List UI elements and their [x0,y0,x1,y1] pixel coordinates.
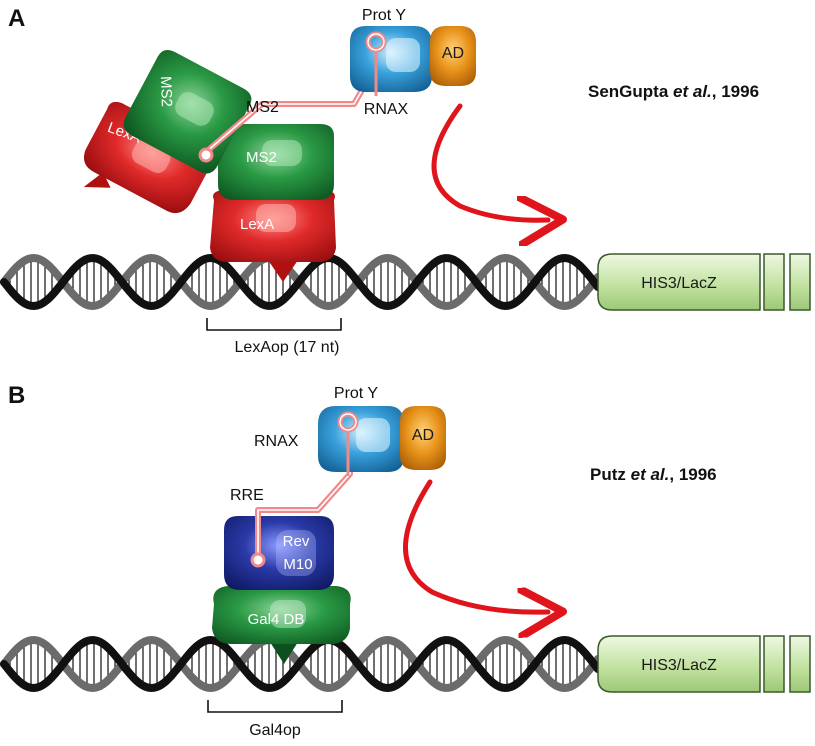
ad-a: AD [430,26,476,86]
panel-b-citation: Putz et al., 1996 [590,465,717,484]
panel-b-letter: B [8,382,25,409]
rev-label-line1: Rev [283,533,310,550]
lexa-lower-label: LexA [240,216,274,233]
activation-arrow-a [431,103,548,220]
activation-arrow-b [403,479,548,612]
operator-label-a: LexAop (17 nt) [235,339,340,356]
dna-backbone-black [0,253,602,311]
ms2-lower-label: MS2 [246,149,277,166]
operator-label-b: Gal4op [249,722,301,739]
ad-label-b: AD [412,427,434,444]
gal4-db: Gal4 DB [212,586,351,664]
panel-a-citation: SenGupta et al., 1996 [588,82,759,101]
ad-b: AD [400,406,446,470]
dna-helix-b [0,635,602,693]
ms2-lower: MS2 [218,124,334,200]
prot-y-a: Prot Y [350,7,432,92]
prot-y-label-b: Prot Y [334,385,379,402]
reporter-gene-b: HIS3/LacZ [597,635,811,693]
prot-y-label-a: Prot Y [362,7,407,24]
rnax-label-b: RNAX [254,433,299,450]
gal4-label: Gal4 DB [248,611,305,628]
panel-a-letter: A [8,5,25,32]
rna-hairpin-a [365,31,387,96]
panel-a: A SenGupta et al., 1996 HIS3/LacZ LexAop… [0,5,811,356]
rev-m10: Rev M10 [224,516,334,590]
operator-bracket-b: Gal4op [207,700,343,739]
dna-helix-a [0,253,602,311]
ms2-rna-label: MS2 [246,99,279,116]
prot-y-b: Prot Y [318,385,404,472]
reporter-label-a: HIS3/LacZ [641,275,717,292]
dna-backbone-black [0,635,602,693]
lexa-upper: LexA [83,101,214,214]
rnax-label-a: RNAX [364,101,409,118]
rre-label: RRE [230,487,264,504]
ms2-upper-label: MS2 [157,76,175,107]
rev-label-line2: M10 [283,556,312,573]
lexa-lower: LexA [210,190,336,282]
rna-hairpin-b [337,411,359,476]
ad-label-a: AD [442,45,464,62]
panel-b: B Putz et al., 1996 HIS3/LacZ Gal4op Gal… [0,382,811,739]
reporter-label-b: HIS3/LacZ [641,657,717,674]
operator-bracket-a: LexAop (17 nt) [206,318,342,356]
reporter-gene-a: HIS3/LacZ [597,253,811,311]
